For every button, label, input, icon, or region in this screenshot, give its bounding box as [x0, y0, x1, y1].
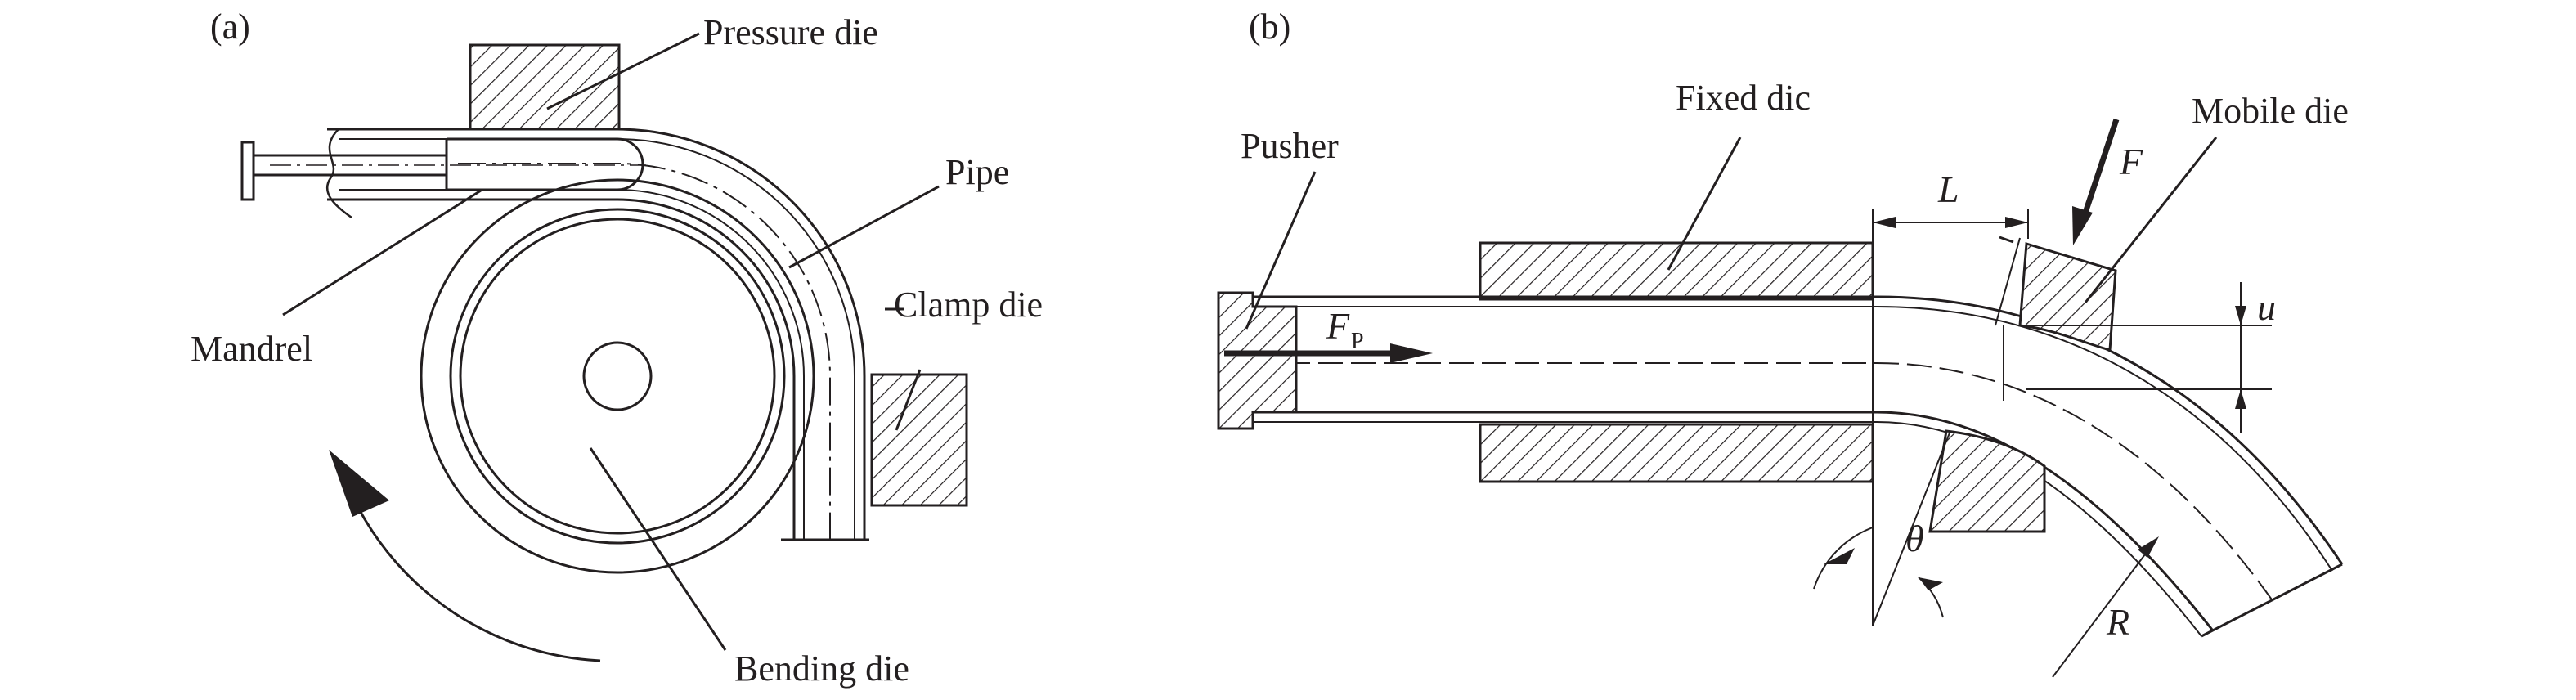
leader-lines-b [1245, 137, 2218, 330]
mobile-die-label: Mobile die [2192, 91, 2349, 131]
panel-a-tag: (a) [210, 7, 250, 47]
angle-symbol: θ [1905, 518, 1924, 559]
pressure-die-label: Pressure die [703, 12, 878, 52]
panel-b-free-bending [1217, 118, 2344, 678]
construction-lines [1872, 209, 2272, 626]
force-symbol: F [2119, 141, 2143, 182]
angle-theta-icon [1813, 527, 1944, 618]
length-symbol: L [1937, 168, 1959, 210]
mandrel-label: Mandrel [191, 329, 312, 369]
clamp-die-label: Clamp die [894, 285, 1043, 325]
push-force-symbol: F [1326, 305, 1350, 347]
panel-a-rotary-draw-bending [240, 32, 968, 662]
leader-lines-a [282, 32, 940, 651]
panel-b-tag: (b) [1249, 7, 1290, 47]
radius-leader [2052, 536, 2159, 678]
mandrel [240, 137, 646, 201]
rotation-arrow-icon [329, 450, 601, 662]
push-force-arrow-icon [1224, 343, 1433, 363]
clamp-die [870, 373, 968, 507]
fixed-die-lower [1479, 423, 1874, 483]
bending-die-label: Bending die [734, 648, 909, 689]
fixed-die-label: Fixed dic [1676, 78, 1811, 118]
pusher-label: Pusher [1241, 126, 1339, 166]
pressure-die [469, 43, 621, 131]
pipe-label: Pipe [945, 152, 1009, 192]
fixed-die-upper [1479, 241, 1874, 301]
offset-symbol: u [2257, 286, 2276, 328]
bending-die [420, 178, 815, 574]
pusher [1217, 291, 1298, 430]
pipe [327, 128, 869, 541]
offset-dimension [2235, 282, 2246, 433]
bending-force-arrow-icon [2072, 118, 2120, 245]
lower-die [1928, 429, 2046, 533]
pipe-break-line [325, 128, 352, 219]
length-dimension [1873, 217, 2028, 228]
mobile-die [1999, 236, 2117, 352]
push-force-subscript: P [1351, 329, 1364, 354]
radius-symbol: R [2106, 601, 2129, 643]
